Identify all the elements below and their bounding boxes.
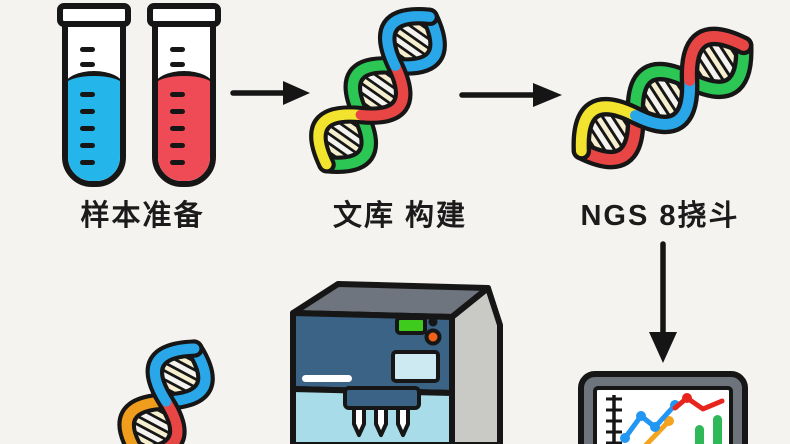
tube-liquid-red [158,71,210,181]
tick-mark [80,92,95,97]
dna-sequencer-icon [290,281,503,444]
down-arrow-icon [649,241,677,363]
step-label-ngs-sequencing: NGS 8挠斗 [580,200,740,232]
tick-mark [80,62,95,67]
pipette-nozzle [374,406,388,437]
small-button [428,317,438,327]
test-tube-red-icon [147,3,223,187]
power-button [424,328,442,346]
screen-chart [606,393,725,444]
tick-mark [80,126,95,131]
tube-liquid-blue [68,71,120,181]
monitor-chart-icon [578,371,748,444]
tick-mark [170,126,185,131]
tick-mark [80,109,95,114]
tube-rim [57,3,131,27]
tick-mark [80,143,95,148]
tube-body [62,19,126,187]
tick-mark [80,47,95,52]
tick-mark [170,62,185,67]
tube-body [152,19,216,187]
test-tube-blue-icon [57,3,133,187]
highlight-line [302,375,352,382]
tick-mark [170,47,185,52]
sequencer-side-panel [449,285,503,444]
tick-mark [170,160,185,165]
tick-mark [80,160,95,165]
right-arrow-icon [459,83,562,107]
dna-helix-icon [548,3,776,194]
pipette-nozzle [352,406,366,437]
step-label-library-construction: 文库 构建 [332,200,468,232]
step-label-sample-preparation: 样本准备 [80,200,205,232]
pipette-bar [343,386,421,410]
dna-helix-icon [68,320,236,444]
tube-rim [147,3,221,27]
dna-helix-icon [286,0,470,197]
pipette-nozzle [396,406,410,437]
device-screen [391,350,440,383]
led-indicator [395,316,427,335]
tick-mark [170,143,185,148]
tick-mark [170,92,185,97]
tick-mark [170,109,185,114]
right-arrow-icon [230,81,310,105]
